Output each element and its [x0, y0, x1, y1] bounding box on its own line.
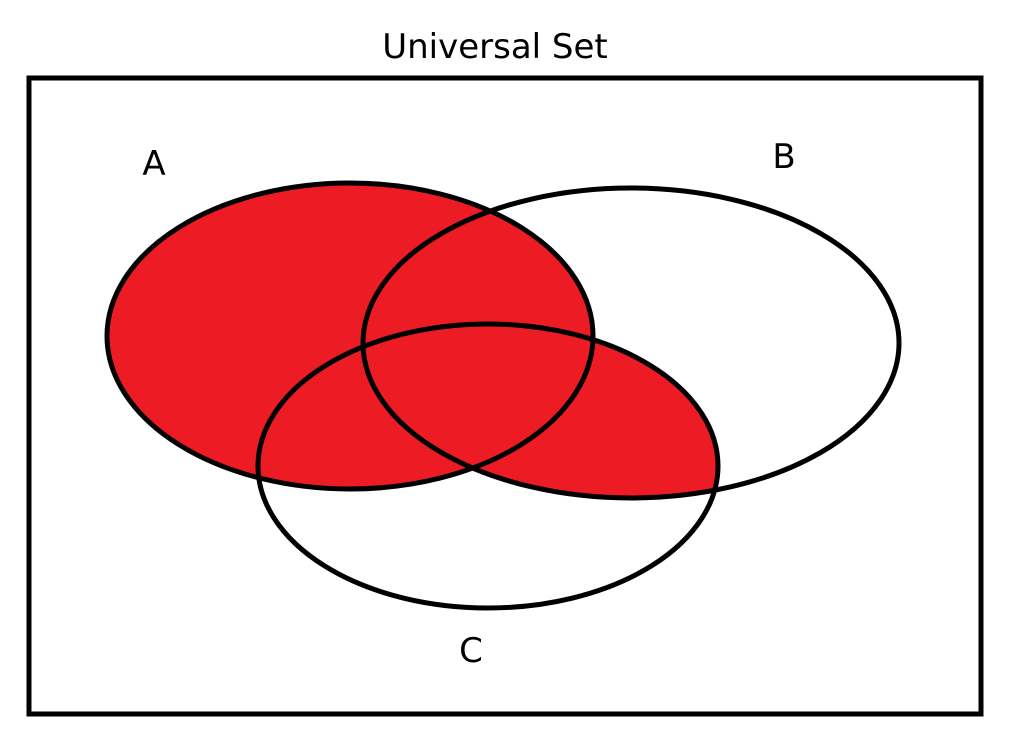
set-c-circle [255, 321, 721, 611]
diagram-title: Universal Set [382, 27, 608, 67]
set-c-label: C [459, 631, 483, 671]
set-a-label: A [142, 144, 165, 184]
set-b-label: B [772, 137, 795, 177]
set-b-circle [360, 185, 902, 501]
set-a-circle [104, 180, 596, 492]
shaded-regions [107, 183, 718, 498]
